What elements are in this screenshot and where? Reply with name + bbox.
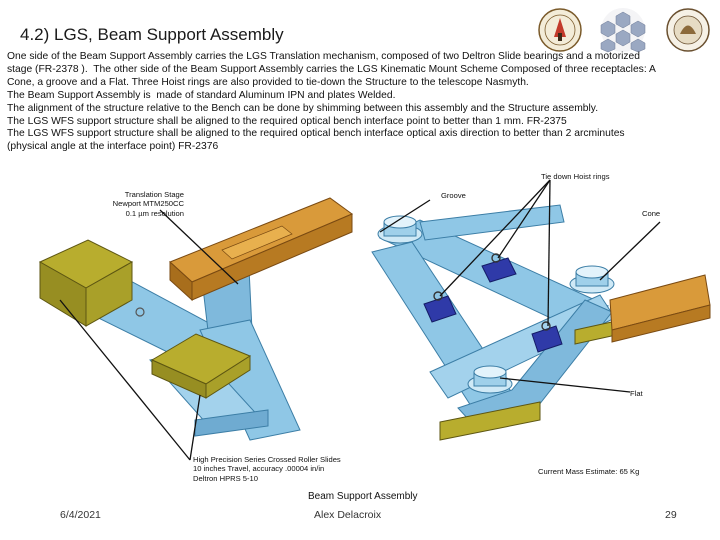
figure-caption: Beam Support Assembly xyxy=(308,491,418,502)
groove-label: Groove xyxy=(441,191,466,200)
body-line: The LGS WFS support structure shall be a… xyxy=(7,128,625,140)
cone-label: Cone xyxy=(642,209,661,218)
tie-down-label: Tie down Hoist rings xyxy=(541,172,610,181)
body-line: The alignment of the structure relative … xyxy=(7,102,599,114)
footer-author: Alex Delacroix xyxy=(314,509,382,521)
cone-mount xyxy=(569,265,615,294)
footer-date: 6/4/2021 xyxy=(60,509,101,521)
body-line: The Beam Support Assembly is made of sta… xyxy=(7,89,396,101)
telescope-mirror-logo xyxy=(600,8,646,53)
label-line: 10 inches Travel, accuracy .00004 in/in xyxy=(193,464,325,474)
callout-lines xyxy=(59,179,661,461)
institution-logos xyxy=(538,8,710,53)
slide-title: 4.2) LGS, Beam Support Assembly xyxy=(20,25,284,44)
body-text: One side of the Beam Support Assembly ca… xyxy=(7,51,707,154)
body-line: Cone, a groove and a Flat. Three Hoist r… xyxy=(7,76,529,88)
mass-estimate-label: Current Mass Estimate: 65 Kg xyxy=(538,467,640,476)
flat-mount xyxy=(467,365,513,394)
label-line: Translation Stage xyxy=(124,190,184,199)
observatory-seal-logo xyxy=(666,8,710,52)
university-seal-logo xyxy=(538,8,582,52)
label-line: High Precision Series Crossed Roller Sli… xyxy=(193,455,341,464)
body-line: stage (FR-2378 ). The other side of the … xyxy=(7,63,656,75)
label-line: Newport MTM250CC xyxy=(112,199,184,209)
translation-stage-label: Translation Stage Newport MTM250CC 0.1 µ… xyxy=(60,190,184,218)
body-line: (physical angle at the interface point) … xyxy=(7,141,219,153)
page-number: 29 xyxy=(665,509,677,521)
flat-label: Flat xyxy=(630,389,643,398)
roller-slides-label: High Precision Series Crossed Roller Sli… xyxy=(193,455,413,483)
body-line: The LGS WFS support structure shall be a… xyxy=(7,115,567,127)
left-assembly-render xyxy=(38,197,354,441)
label-line: Deltron HPRS 5-10 xyxy=(193,473,258,483)
label-line: 0.1 µm resolution xyxy=(125,208,184,218)
body-line: One side of the Beam Support Assembly ca… xyxy=(7,51,641,62)
right-assembly-render xyxy=(371,204,711,441)
